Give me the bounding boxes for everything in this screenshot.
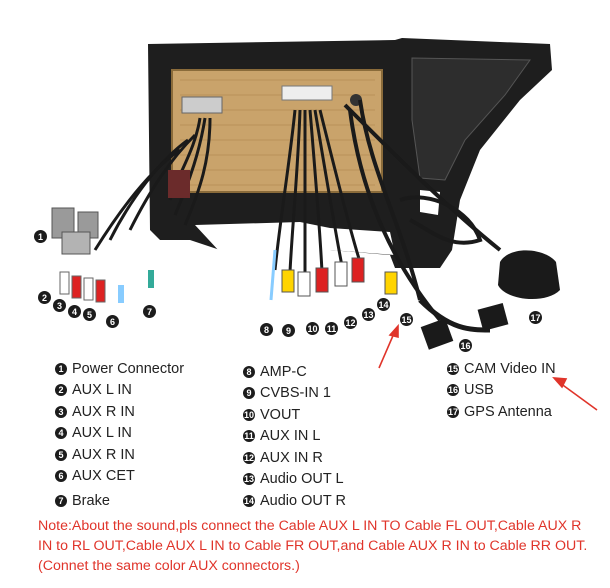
unit-back-plate xyxy=(171,69,383,193)
legend-label: AUX IN L xyxy=(260,428,321,445)
legend-item: 13 Audio OUT L xyxy=(243,469,346,491)
callout-9: 9 xyxy=(282,324,295,337)
legend-label: Power Connector xyxy=(72,360,185,377)
legend-number: 9 xyxy=(243,387,255,400)
callout-8: 8 xyxy=(260,323,273,336)
legend-item: 6 AUX CET xyxy=(55,466,184,488)
legend-label: AUX CET xyxy=(72,468,135,485)
legend-label: GPS Antenna xyxy=(464,403,552,420)
legend-item: 9 CVBS-IN 1 xyxy=(243,383,346,405)
legend-label: AUX L IN xyxy=(72,425,132,442)
legend-item: 12 AUX IN R xyxy=(243,447,346,469)
legend-label: CVBS-IN 1 xyxy=(260,385,331,402)
callout-17: 17 xyxy=(529,311,542,324)
legend-item: 1 Power Connector xyxy=(55,358,184,380)
legend-label: AUX L IN xyxy=(72,382,132,399)
callout-14: 14 xyxy=(377,298,390,311)
callout-4: 4 xyxy=(68,305,81,318)
legend-label: Audio OUT R xyxy=(260,492,346,509)
callout-7: 7 xyxy=(143,305,156,318)
legend-item: 8 AMP-C xyxy=(243,361,346,383)
legend-item: 17 GPS Antenna xyxy=(447,401,556,423)
usb-connector-a xyxy=(420,318,454,350)
legend-number: 2 xyxy=(55,384,67,397)
legend-item: 4 AUX L IN xyxy=(55,423,184,445)
legend-label: VOUT xyxy=(260,406,301,423)
legend-number: 4 xyxy=(55,427,67,440)
legend-label: USB xyxy=(464,382,494,399)
legend-label: AUX IN R xyxy=(260,449,323,466)
legend-column-2: 8 AMP-C 9 CVBS-IN 1 10 VOUT 11 AUX IN L 12 AU… xyxy=(243,361,346,512)
legend-number: 11 xyxy=(243,430,255,443)
legend-label: AMP-C xyxy=(260,363,307,380)
legend-number: 1 xyxy=(55,362,67,375)
legend-number: 5 xyxy=(55,448,67,461)
callout-6: 6 xyxy=(106,315,119,328)
legend-number: 16 xyxy=(447,384,459,397)
legend-column-3: 15 CAM Video IN 16 USB 17 GPS Antenna xyxy=(447,358,556,423)
legend-number: 17 xyxy=(447,405,459,418)
legend-label: AUX R IN xyxy=(72,403,135,420)
legend-item: 14 Audio OUT R xyxy=(243,490,346,512)
legend-number: 6 xyxy=(55,470,67,483)
gps-antenna xyxy=(498,250,560,300)
callout-16: 16 xyxy=(459,339,472,352)
callout-3: 3 xyxy=(53,299,66,312)
legend-number: 12 xyxy=(243,451,255,464)
legend-label: AUX R IN xyxy=(72,446,135,463)
legend-number: 14 xyxy=(243,494,255,507)
legend-number: 13 xyxy=(243,473,255,486)
callout-5: 5 xyxy=(83,308,96,321)
legend-item: 5 AUX R IN xyxy=(55,444,184,466)
legend-item: 10 VOUT xyxy=(243,404,346,426)
callout-12: 12 xyxy=(344,316,357,329)
callout-15: 15 xyxy=(400,313,413,326)
callout-11: 11 xyxy=(325,322,338,335)
legend-number: 15 xyxy=(447,362,459,375)
legend-number: 7 xyxy=(55,494,67,507)
usb-connector-b xyxy=(477,303,509,331)
callout-2: 2 xyxy=(38,291,51,304)
legend-item: 2 AUX L IN xyxy=(55,380,184,402)
wiring-note: Note:About the sound,pls connect the Cab… xyxy=(38,518,588,574)
callout-10: 10 xyxy=(306,322,319,335)
legend-number: 8 xyxy=(243,365,255,378)
legend-label: Brake xyxy=(72,492,110,509)
legend-item: 16 USB xyxy=(447,380,556,402)
callout-13: 13 xyxy=(362,308,375,321)
legend-number: 10 xyxy=(243,408,255,421)
legend-label: Audio OUT L xyxy=(260,471,344,488)
legend-number: 3 xyxy=(55,405,67,418)
legend-item: 11 AUX IN L xyxy=(243,426,346,448)
legend-item: 3 AUX R IN xyxy=(55,401,184,423)
legend-item: 15 CAM Video IN xyxy=(447,358,556,380)
legend-item: 7 Brake xyxy=(55,490,184,512)
callout-1: 1 xyxy=(34,230,47,243)
legend-label: CAM Video IN xyxy=(464,360,556,377)
